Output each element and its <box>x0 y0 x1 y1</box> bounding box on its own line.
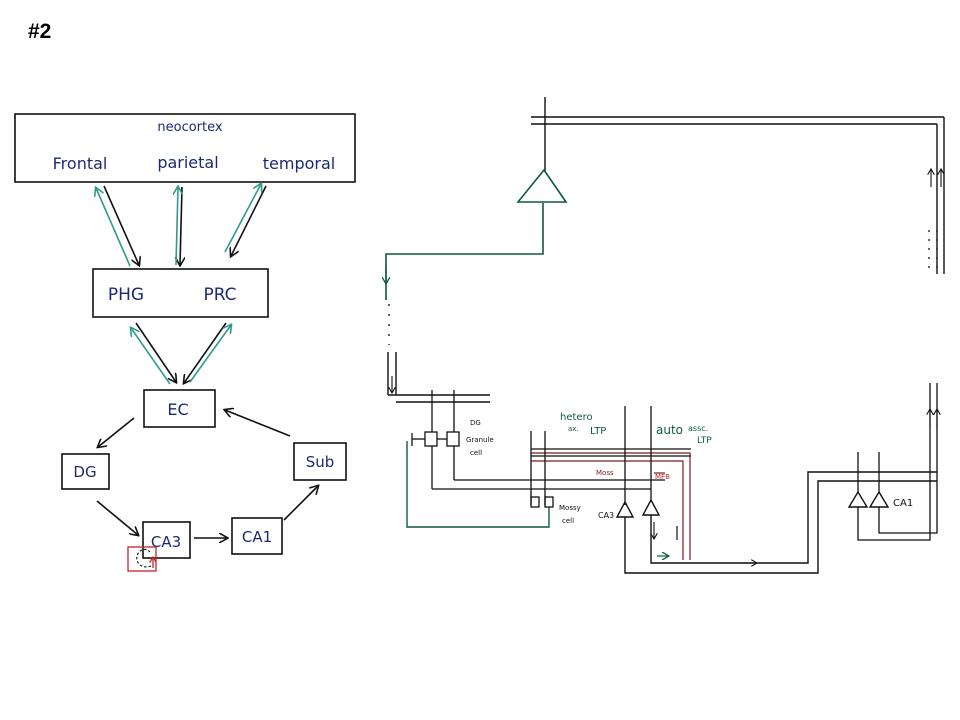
hetero-text-2: ax. <box>568 425 579 433</box>
auto-text-2: assc. <box>688 424 708 433</box>
dg-box <box>61 453 110 490</box>
ca3-box <box>142 521 191 559</box>
ca1-verticals <box>857 383 938 541</box>
sub-label: Sub <box>306 453 335 471</box>
ca3-verticals <box>530 406 652 505</box>
hetero-text-1: hetero <box>560 412 593 423</box>
ca1-neuron-2 <box>868 490 890 508</box>
moss-label: Moss <box>596 469 614 477</box>
top-neuron-axon <box>385 203 544 300</box>
temporal-label: temporal <box>263 154 335 173</box>
mossy-text-2: cell <box>562 517 574 525</box>
mossy-cell-1 <box>530 496 540 508</box>
parahippocampal-ec-arrows <box>131 322 231 384</box>
ca1-neuron-1 <box>847 490 869 508</box>
left-input-lines <box>387 352 490 403</box>
arrow-dg-ca3 <box>96 500 138 535</box>
cortex-parahippocampal-arrows <box>96 184 267 266</box>
auto-text-1: auto <box>656 423 683 437</box>
hetero-text-3: LTP <box>590 426 606 437</box>
ca3-neuron-2 <box>641 498 661 516</box>
mossy-text-1: Mossy <box>559 504 581 512</box>
right-diagram: DG Granule cell <box>385 97 945 574</box>
ca1-box <box>231 517 283 555</box>
parietal-label: parietal <box>157 153 218 172</box>
mossy-cell-2 <box>544 496 554 508</box>
mfb-label: MFB <box>655 473 670 481</box>
left-diagram: neocortex Frontal parietal temporal PHG … <box>14 113 356 572</box>
dg-granule-text-1: DG <box>470 419 481 427</box>
dg-label: DG <box>73 463 96 481</box>
top-neuron-icon <box>516 168 568 203</box>
dg-granule-cell-1 <box>424 431 438 447</box>
ltp-highlight <box>531 452 691 560</box>
arrow-ca1-sub <box>283 486 318 521</box>
parahippocampal-box <box>92 268 269 318</box>
frontal-label: Frontal <box>53 154 108 173</box>
slide-number: #2 <box>28 20 52 43</box>
arrow-sub-ec <box>225 410 291 437</box>
mossy-feedback-loop <box>406 441 550 528</box>
sub-box <box>293 442 347 481</box>
right-rail-dots <box>928 230 938 274</box>
arrow-ec-dg <box>98 417 135 447</box>
top-rails <box>531 116 945 274</box>
neocortex-title: neocortex <box>157 120 223 135</box>
right-rail-arrows <box>931 170 941 187</box>
dg-granule-text-2: Granule <box>466 436 494 444</box>
ca1-neuron-label: CA1 <box>893 498 913 509</box>
ec-label: EC <box>167 400 188 419</box>
schaffer-collaterals <box>624 471 937 574</box>
ec-box <box>143 389 216 428</box>
ca3-neuron-label: CA3 <box>598 511 614 520</box>
dg-granule-cells <box>411 390 460 447</box>
ca3-label: CA3 <box>151 533 181 551</box>
associational-bus <box>531 448 691 457</box>
prc-label: PRC <box>203 285 236 305</box>
granule-axons <box>431 446 665 490</box>
neocortex-box <box>14 113 356 183</box>
dg-granule-text-3: cell <box>470 449 482 457</box>
auto-text-3: LTP <box>697 436 712 446</box>
ca1-label: CA1 <box>242 528 272 546</box>
dg-granule-cell-2 <box>446 431 460 447</box>
phg-label: PHG <box>108 285 144 305</box>
